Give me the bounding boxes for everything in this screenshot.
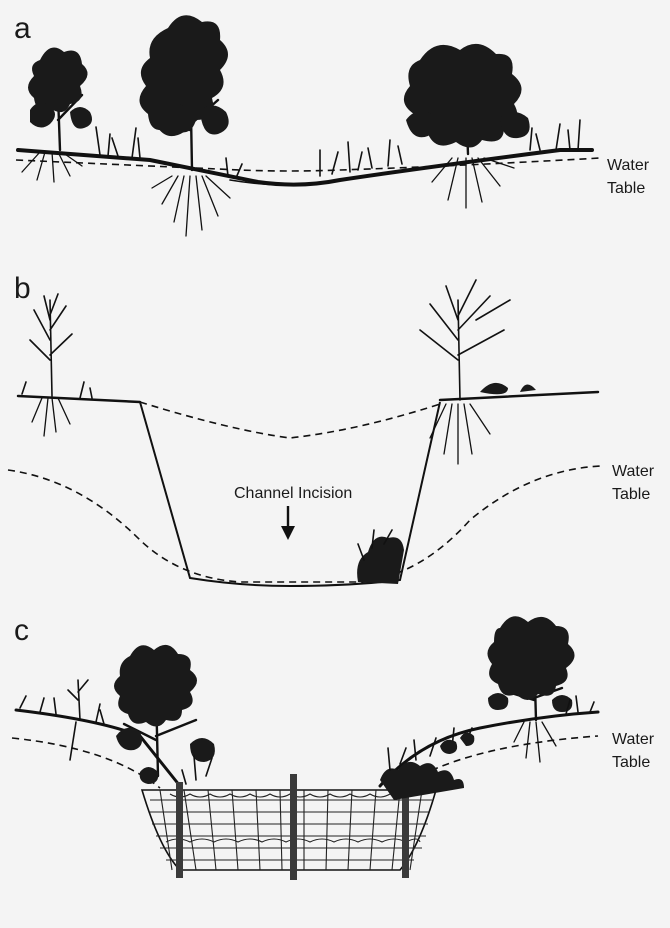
panel-b-water-label-line1: Water: [612, 463, 655, 480]
panel-b-letter: b: [14, 272, 31, 305]
gabion-post-left: [176, 782, 183, 878]
panel-c-tree-right: [487, 616, 594, 762]
panel-b-ground-left: [18, 396, 140, 402]
panel-a-water-table-line: [16, 158, 600, 171]
panel-a-letter: a: [14, 12, 31, 45]
panel-b-incision-arrow: [281, 506, 295, 540]
panel-c-water-label-line1: Water: [612, 731, 655, 748]
panel-b-channel-incision-label: Channel Incision: [234, 485, 352, 502]
panel-c-water-label-line2: Table: [612, 754, 650, 771]
panel-b-former-water-table: [140, 402, 440, 438]
panel-a-tree-center: [139, 15, 230, 236]
panel-b-tree-left: [22, 294, 92, 436]
panel-a-water-label-line2: Table: [607, 180, 645, 197]
panel-c-letter: c: [14, 614, 29, 647]
panel-a: a: [14, 12, 650, 236]
panel-c: c: [12, 614, 655, 880]
panel-b-water-label-line2: Table: [612, 486, 650, 503]
gabion-post-center: [290, 774, 297, 880]
panel-a-water-label-line1: Water: [607, 157, 650, 174]
panel-c-water-table-line: [12, 736, 598, 788]
panel-b-ground-right: [440, 392, 598, 400]
panel-b-tree-right: [420, 280, 536, 464]
panel-a-tree-right: [404, 44, 530, 208]
panel-b: b Channel Incision Wat: [8, 272, 655, 586]
panel-a-ground-surface: [18, 150, 592, 185]
panel-b-water-table-line: [8, 466, 600, 582]
